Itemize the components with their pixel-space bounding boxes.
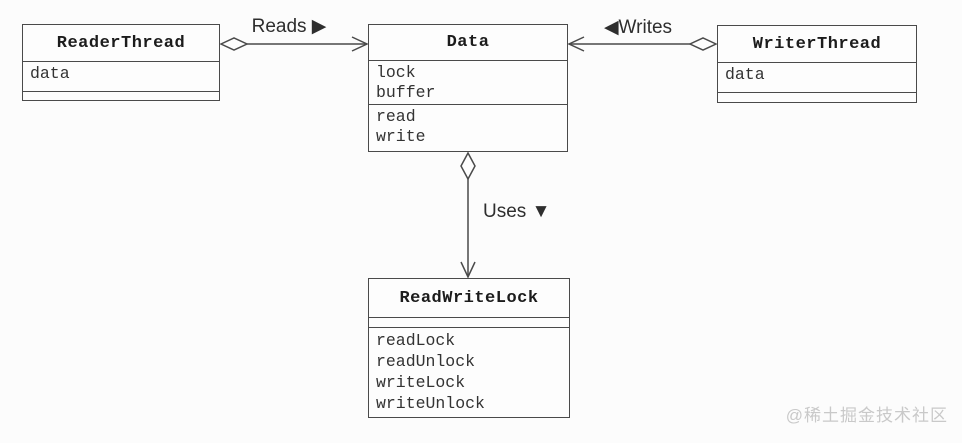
methods-compartment-empty (23, 91, 219, 100)
aggregation-diamond-uses (460, 151, 476, 181)
class-name-readerthread: ReaderThread (56, 33, 186, 53)
uses-relationship-label: Uses ▼ (483, 201, 551, 222)
writes-connector (567, 36, 718, 52)
attributes-compartment: data (718, 62, 916, 92)
class-box-readerthread: ReaderThread data (22, 24, 220, 101)
attribute: data (30, 64, 70, 83)
method: read (376, 107, 416, 126)
aggregation-diamond-writes (688, 37, 718, 51)
class-name-writerthread: WriterThread (752, 34, 882, 54)
class-box-data: Data lock buffer read write (368, 24, 568, 152)
methods-compartment-empty (718, 92, 916, 102)
attribute: buffer (376, 83, 436, 102)
attributes-compartment: data (23, 61, 219, 91)
class-box-writerthread: WriterThread data (717, 25, 917, 103)
uses-connector (460, 151, 476, 279)
attributes-compartment: lock buffer (369, 60, 567, 104)
methods-compartment: read write (369, 104, 567, 151)
open-arrowhead-reads (351, 36, 369, 52)
methods-compartment: readLock readUnlock writeLock writeUnloc… (369, 327, 569, 417)
open-arrowhead-writes (567, 36, 585, 52)
method: writeLock (376, 373, 466, 392)
aggregation-diamond-reads (219, 37, 249, 51)
method: writeUnlock (376, 394, 485, 413)
reads-relationship-label: Reads ▶ (251, 16, 327, 37)
method: readUnlock (376, 352, 476, 371)
open-arrowhead-uses (460, 261, 476, 279)
reads-connector (219, 36, 369, 52)
method: write (376, 127, 426, 146)
class-name-data: Data (446, 33, 490, 52)
watermark-text: @稀土掘金技术社区 (785, 406, 948, 425)
attribute: lock (376, 63, 416, 82)
attribute: data (725, 65, 765, 84)
class-box-readwritelock: ReadWriteLock readLock readUnlock writeL… (368, 278, 570, 418)
writes-relationship-label: ◀Writes (603, 17, 673, 38)
attributes-compartment-empty (369, 317, 569, 327)
method: readLock (376, 331, 456, 350)
class-name-readwritelock: ReadWriteLock (399, 288, 539, 308)
